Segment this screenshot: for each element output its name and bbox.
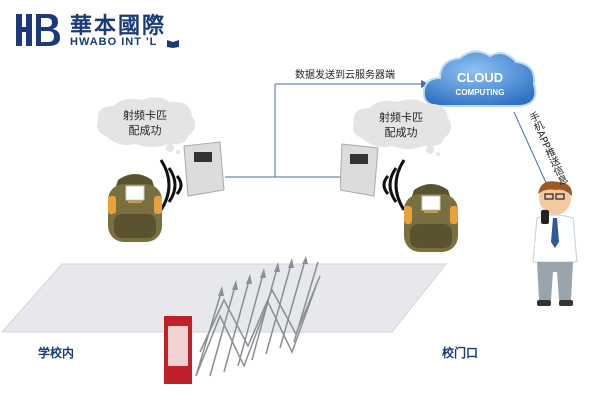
parent-with-phone-icon [526,181,578,306]
thought-bubble-left [97,97,196,154]
cloud-label-2: COMPUTING [455,88,505,97]
retractable-gate-icon [164,256,321,384]
bubble-left-line2: 配成功 [128,124,162,137]
logo-name-cn: 華本國際 [70,13,167,39]
book-icon [167,40,179,48]
bubble-right-line1: 射频卡匹 [379,111,423,124]
area-gate-label: 校门口 [442,346,479,360]
signal-waves-right-icon [382,159,406,211]
logo-mark-icon [16,14,60,46]
backpack-left-icon [108,174,162,242]
rfid-reader-right-icon [340,143,379,197]
rfid-reader-left-icon [183,141,225,197]
cloud-label-1: CLOUD [456,70,504,85]
bubble-right-line2: 配成功 [384,126,418,139]
backpack-right-icon [404,184,458,252]
arrow-label: 数据发送到云服务器端 [295,70,395,81]
signal-waves-left-icon [159,159,183,211]
logo: 華本國際 HWABO INT 'L [14,8,184,52]
bubble-left-line1: 射频卡匹 [123,109,167,122]
thought-bubble-right [353,99,452,156]
logo-name-en: HWABO INT 'L [70,36,158,48]
cloud-icon [422,50,537,107]
area-inside-label: 学校内 [38,346,75,360]
